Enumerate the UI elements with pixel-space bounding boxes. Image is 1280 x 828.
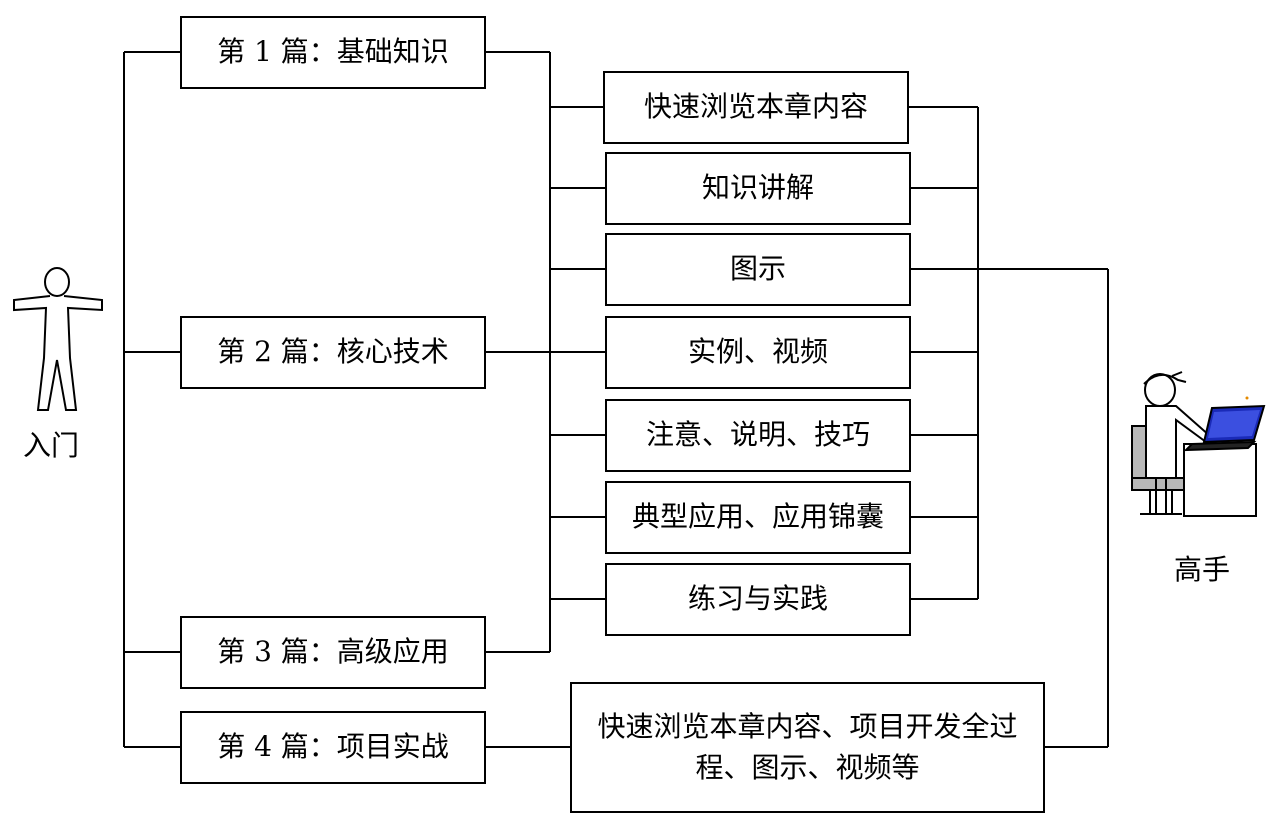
part-1-box: 第 1 篇：基础知识 — [180, 16, 486, 89]
feature-box-knowledge: 知识讲解 — [605, 152, 911, 225]
project-features-box: 快速浏览本章内容、项目开发全过程、图示、视频等 — [570, 682, 1045, 813]
project-features-text: 快速浏览本章内容、项目开发全过程、图示、视频等 — [597, 709, 1018, 784]
part-3-box: 第 3 篇：高级应用 — [180, 616, 486, 689]
feature-box-examples-video: 实例、视频 — [605, 316, 911, 389]
part-4-box: 第 4 篇：项目实战 — [180, 711, 486, 784]
feature-box-illustration: 图示 — [605, 233, 911, 306]
expert-label: 高手 — [1174, 553, 1231, 586]
feature-box-typical-applications: 典型应用、应用锦囊 — [605, 481, 911, 554]
part-2-box: 第 2 篇：核心技术 — [180, 316, 486, 389]
expert-at-computer-icon — [1131, 371, 1266, 517]
feature-box-practice: 练习与实践 — [605, 563, 911, 636]
feature-box-overview: 快速浏览本章内容 — [603, 71, 909, 144]
beginner-figure-icon — [13, 267, 103, 411]
feature-box-notes-tips: 注意、说明、技巧 — [605, 399, 911, 472]
beginner-label: 入门 — [23, 429, 80, 462]
